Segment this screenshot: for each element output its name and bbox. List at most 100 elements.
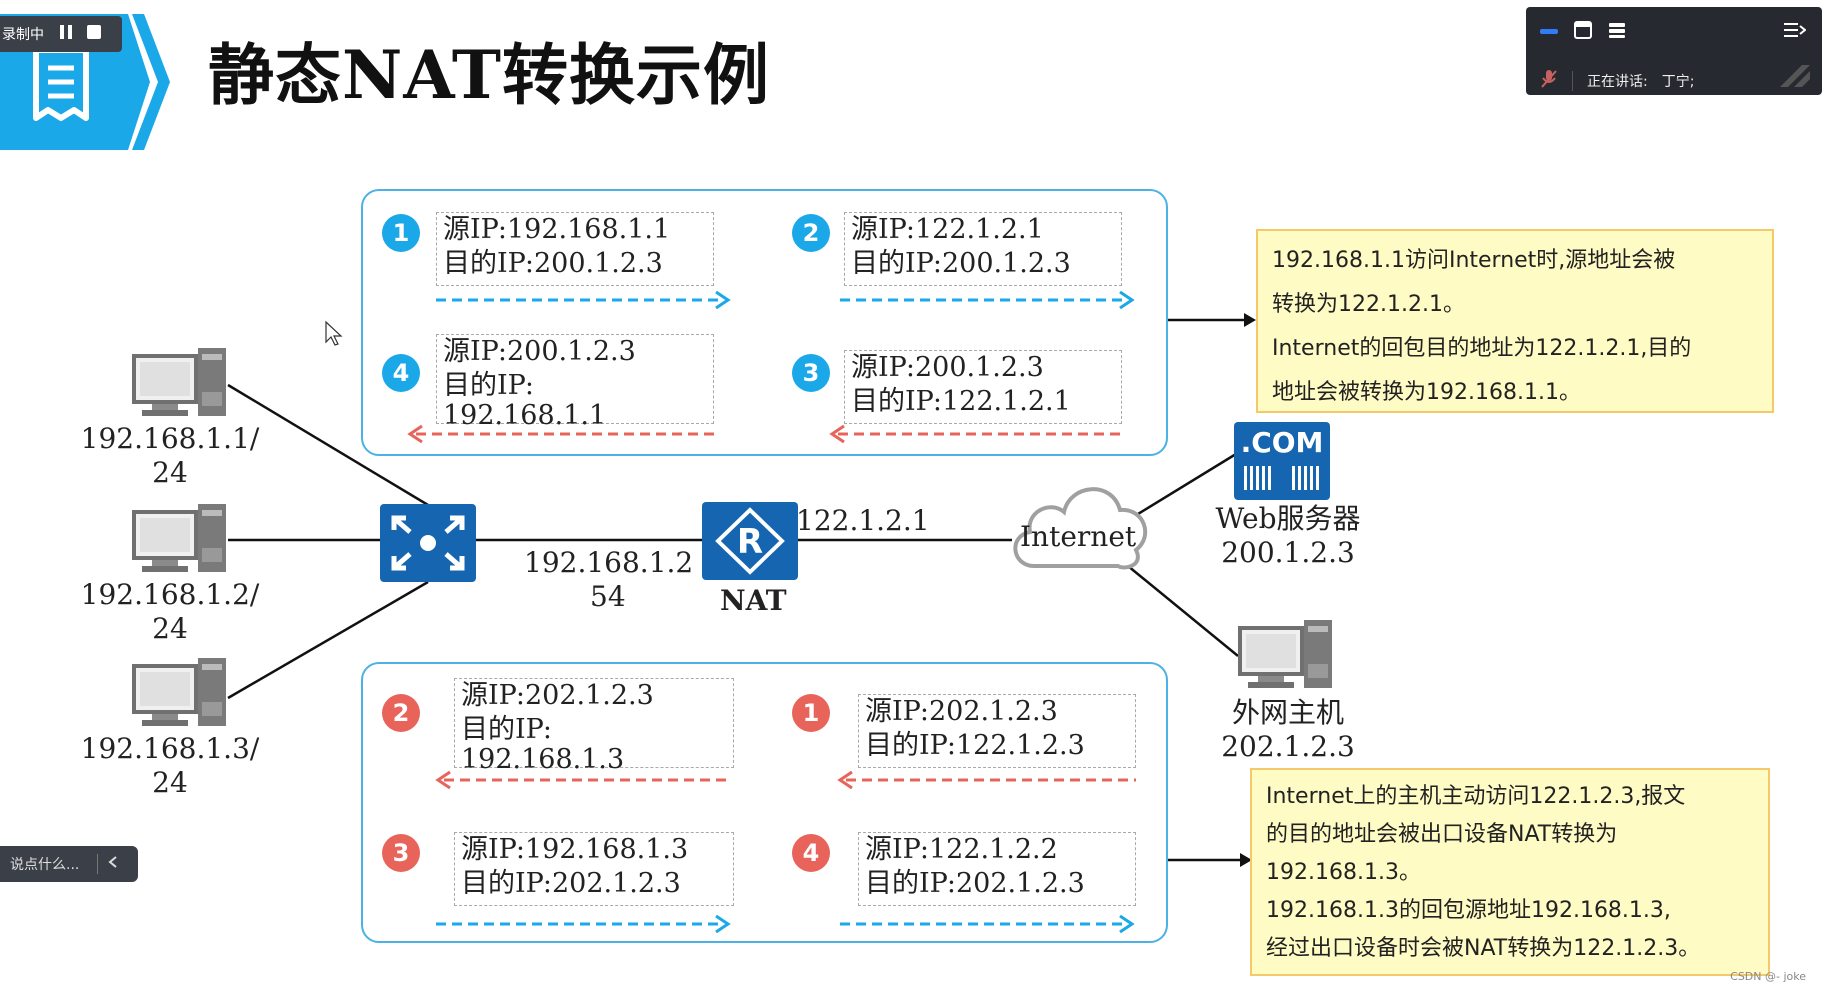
switch-icon [380,504,476,582]
packet-dst: 目的IP:122.1.2.3 [865,730,1085,761]
nat-outside-ip: 122.1.2.1 [796,504,930,537]
host2-label: 192.168.1.2/ 24 [70,578,270,646]
document-icon [33,47,89,121]
step-badge: 2 [792,214,830,252]
packet-dst-value: 192.168.1.3 [461,744,625,775]
mouse-cursor-icon [325,320,343,346]
note-line: 192.168.1.3。 [1266,860,1421,885]
step-badge: 1 [382,214,420,252]
link-internet-web [1137,452,1237,516]
speaker-name: 丁宁; [1661,74,1695,90]
packet-src: 源IP:192.168.1.1 [443,214,671,245]
step-badge: 3 [792,354,830,392]
arrow-to-note-bottom [1240,853,1252,867]
bottom-flow-box [361,662,1168,943]
host3-mask: 24 [152,766,188,799]
pc-icon [132,348,226,416]
svg-text:R: R [737,522,763,562]
packet-src: 源IP:192.168.1.3 [461,834,689,865]
minimize-icon[interactable] [1540,24,1558,40]
packet-box: 源IP:192.168.1.3 目的IP:202.1.2.3 [454,832,734,906]
packet-box: 源IP:200.1.2.3 目的IP: 192.168.1.1 [436,334,714,431]
host2-mask: 24 [152,612,188,645]
switch-ip-line2: 54 [590,580,626,613]
host1-label: 192.168.1.1/ 24 [70,422,270,490]
divider [97,854,99,874]
packet-src: 源IP:200.1.2.3 [443,336,636,367]
speaking-label: 正在讲话: [1587,74,1648,90]
step-badge: 4 [382,354,420,392]
step-badge: 3 [382,834,420,872]
note-top: 192.168.1.1访问Internet时,源地址会被 转换为122.1.2.… [1256,229,1774,413]
meeting-panel: 正在讲话: 丁宁; [1526,7,1822,95]
packet-src: 源IP:202.1.2.3 [461,680,654,711]
pc-icon [132,658,226,726]
host1-ip: 192.168.1.1/ [80,422,260,455]
note-line: 转换为122.1.2.1。 [1272,292,1465,317]
note-line: 192.168.1.1访问Internet时,源地址会被 [1272,248,1676,273]
internet-label: Internet [1020,520,1137,553]
note-bottom: Internet上的主机主动访问122.1.2.3,报文 的目的地址会被出口设备… [1250,768,1770,976]
pc-icon [1238,620,1332,688]
slide-title: 静态NAT转换示例 [208,36,771,114]
watermark: CSDN @- joke [1730,970,1806,983]
mic-muted-icon[interactable] [1540,69,1558,93]
note-line: Internet的回包目的地址为122.1.2.1,目的 [1272,336,1692,361]
switch-ip-line1: 192.168.1.2 [524,546,694,579]
packet-box: 源IP:202.1.2.3 目的IP: 192.168.1.3 [454,678,734,775]
packet-box: 源IP:122.1.2.1 目的IP:200.1.2.3 [844,212,1122,286]
web-server-ip: 200.1.2.3 [1221,536,1355,569]
external-host-ip: 202.1.2.3 [1221,730,1355,763]
packet-dst: 目的IP: [443,370,534,401]
packet-src: 源IP:122.1.2.2 [865,834,1058,865]
list-view-icon[interactable] [1608,21,1626,43]
web-server-name: Web服务器 [1215,502,1361,535]
packet-box: 源IP:202.1.2.3 目的IP:122.1.2.3 [858,694,1136,768]
step-badge: 1 [792,694,830,732]
web-server-label: Web服务器 200.1.2.3 [1188,502,1388,570]
link-internet-external [1127,565,1239,657]
menu-collapse-icon[interactable] [1784,21,1807,43]
packet-box: 源IP:192.168.1.1 目的IP:200.1.2.3 [436,212,714,286]
link-host3-switch [227,580,429,700]
packet-dst: 目的IP:200.1.2.3 [443,248,663,279]
packet-src: 源IP:122.1.2.1 [851,214,1044,245]
packet-dst: 目的IP: [461,714,552,745]
note-line: 的目的地址会被出口设备NAT转换为 [1266,822,1618,847]
packet-src: 源IP:200.1.2.3 [851,352,1044,383]
stop-icon[interactable] [86,24,102,44]
nat-label: NAT [720,584,787,617]
packet-box: 源IP:122.1.2.2 目的IP:202.1.2.3 [858,832,1136,906]
packet-box: 源IP:200.1.2.3 目的IP:122.1.2.1 [844,350,1122,424]
arrow-to-note-top [1244,313,1256,327]
step-badge: 4 [792,834,830,872]
pc-icon [132,504,226,572]
chat-placeholder: 说点什么... [10,857,80,873]
packet-dst: 目的IP:122.1.2.1 [851,386,1071,417]
external-host-name: 外网主机 [1231,696,1344,729]
window-icon[interactable] [1574,21,1592,43]
host2-ip: 192.168.1.2/ [80,578,260,611]
top-flow-box [361,189,1168,456]
chevron-left-icon[interactable] [108,855,118,873]
host1-mask: 24 [152,456,188,489]
step-badge: 2 [382,694,420,732]
resize-grip-icon[interactable] [1780,61,1816,95]
packet-dst: 目的IP:202.1.2.3 [461,868,681,899]
link-host1-switch [227,383,429,507]
divider [1572,71,1573,91]
external-host-label: 外网主机 202.1.2.3 [1188,696,1388,764]
chat-input[interactable]: 说点什么... [0,846,138,882]
web-server-badge: .COM [1241,426,1324,459]
host3-ip: 192.168.1.3/ [80,732,260,765]
pause-icon[interactable] [58,24,74,44]
packet-dst: 目的IP:202.1.2.3 [865,868,1085,899]
internet-cloud-icon [1013,487,1148,570]
note-line: Internet上的主机主动访问122.1.2.3,报文 [1266,784,1686,809]
packet-dst: 目的IP:200.1.2.3 [851,248,1071,279]
note-line: 地址会被转换为192.168.1.1。 [1272,380,1581,405]
recording-bar: 录制中 [0,16,122,52]
